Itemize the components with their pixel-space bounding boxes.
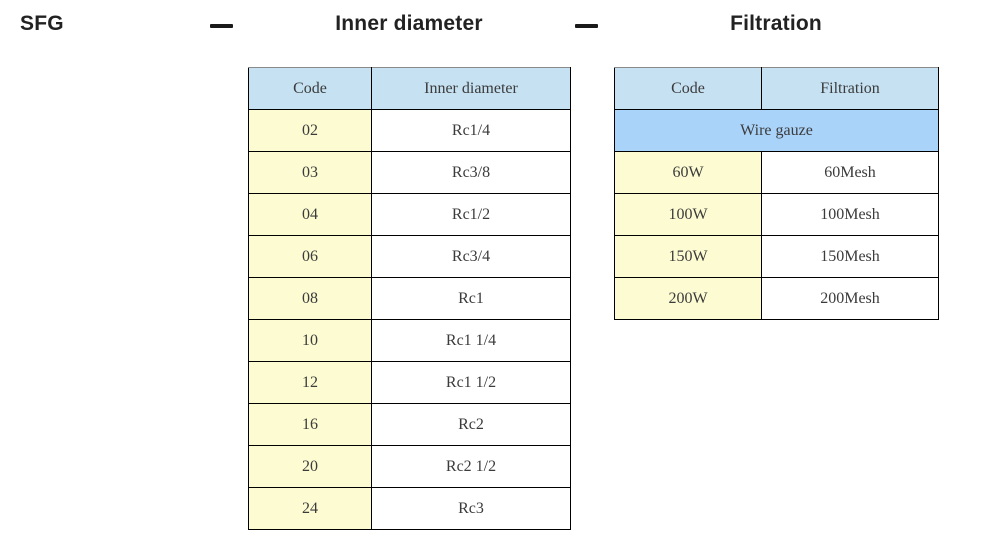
code-cell: 60W [614, 151, 762, 194]
code-cell: 10 [248, 319, 372, 362]
code-cell: 20 [248, 445, 372, 488]
wire-gauze-group-header: Wire gauze [614, 109, 939, 152]
table-row: 10 Rc1 1/4 [248, 319, 571, 362]
table-row: 12 Rc1 1/2 [248, 361, 571, 404]
value-cell: Rc1 [371, 277, 571, 320]
group-header-row: Wire gauze [614, 109, 939, 152]
table-row: 04 Rc1/2 [248, 193, 571, 236]
inner-diameter-column-header: Inner diameter [371, 67, 571, 110]
code-cell: 03 [248, 151, 372, 194]
value-cell: Rc2 [371, 403, 571, 446]
code-cell: 06 [248, 235, 372, 278]
table-row: 24 Rc3 [248, 487, 571, 530]
separator-dash-2 [575, 24, 598, 28]
header-row: Code Filtration [614, 67, 939, 110]
inner-diameter-table: Code Inner diameter 02 Rc1/4 03 Rc3/8 04… [248, 67, 571, 530]
table-row: 100W 100Mesh [614, 193, 939, 236]
code-cell: 150W [614, 235, 762, 278]
table-row: 150W 150Mesh [614, 235, 939, 278]
filtration-table: Code Filtration Wire gauze 60W 60Mesh 10… [614, 67, 939, 320]
inner-diameter-section-title: Inner diameter [335, 12, 483, 35]
value-cell: Rc1 1/2 [371, 361, 571, 404]
code-cell: 24 [248, 487, 372, 530]
header-row: Code Inner diameter [248, 67, 571, 110]
value-cell: Rc3 [371, 487, 571, 530]
table-row: 08 Rc1 [248, 277, 571, 320]
table-row: 03 Rc3/8 [248, 151, 571, 194]
table-row: 06 Rc3/4 [248, 235, 571, 278]
filtration-column-header: Filtration [761, 67, 939, 110]
code-cell: 200W [614, 277, 762, 320]
value-cell: Rc3/4 [371, 235, 571, 278]
table-row: 60W 60Mesh [614, 151, 939, 194]
model-code: SFG [20, 12, 64, 35]
filtration-section-title: Filtration [730, 12, 822, 35]
table-row: 20 Rc2 1/2 [248, 445, 571, 488]
code-cell: 16 [248, 403, 372, 446]
table-row: 200W 200Mesh [614, 277, 939, 320]
code-column-header: Code [248, 67, 372, 110]
value-cell: 100Mesh [761, 193, 939, 236]
value-cell: 200Mesh [761, 277, 939, 320]
code-cell: 04 [248, 193, 372, 236]
code-cell: 12 [248, 361, 372, 404]
value-cell: 60Mesh [761, 151, 939, 194]
code-cell: 100W [614, 193, 762, 236]
code-column-header: Code [614, 67, 762, 110]
code-cell: 08 [248, 277, 372, 320]
value-cell: Rc1/4 [371, 109, 571, 152]
value-cell: Rc1 1/4 [371, 319, 571, 362]
table-row: 16 Rc2 [248, 403, 571, 446]
value-cell: 150Mesh [761, 235, 939, 278]
value-cell: Rc1/2 [371, 193, 571, 236]
separator-dash-1 [210, 24, 233, 28]
value-cell: Rc2 1/2 [371, 445, 571, 488]
value-cell: Rc3/8 [371, 151, 571, 194]
code-cell: 02 [248, 109, 372, 152]
table-row: 02 Rc1/4 [248, 109, 571, 152]
